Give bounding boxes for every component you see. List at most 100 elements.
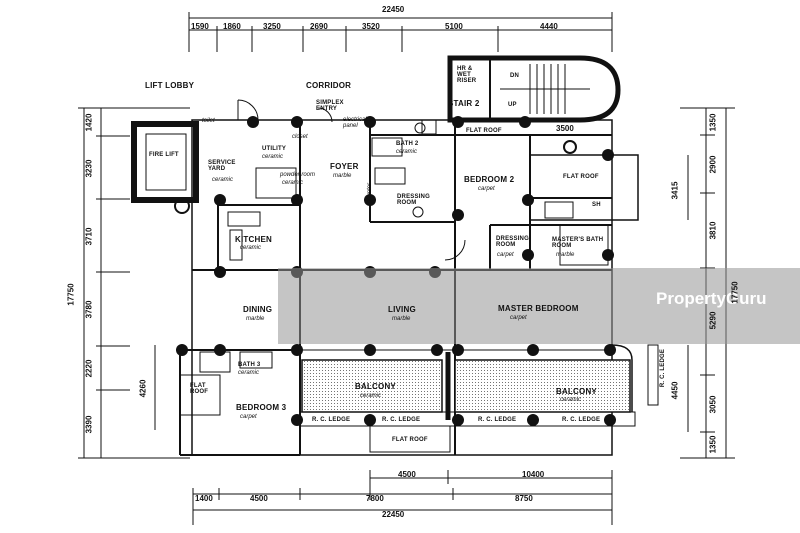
top-dim-4: 2690 [310,22,328,31]
label-bedroom-3-finish: carpet [240,414,257,420]
label-flat-roof-right: FLAT ROOF [563,174,599,180]
left-dim-1: 1420 [84,113,94,132]
label-closet: closet [292,134,308,140]
label-stair-2: STAIR 2 [448,99,480,108]
label-living: LIVING [388,305,416,314]
top-dim-7: 4440 [540,22,558,31]
stair-2 [447,55,621,123]
label-rc-ledge-1: R. C. LEDGE [312,417,351,423]
label-balcony-1: BALCONY [355,382,396,391]
label-rc-ledge-3: R. C. LEDGE [478,417,517,423]
label-dressing-room-2-finish: carpet [497,252,514,258]
top-dim-ticks [188,12,613,52]
flat-roof-right-block [529,154,639,221]
label-rc-ledge-4: R. C. LEDGE [562,417,601,423]
bottom-dim-4: 8750 [515,494,533,503]
bottom-upper-dim-1: 4500 [398,470,416,479]
label-hr-wet-riser: HR & WET RISER [457,66,477,84]
label-flat-roof-bottom: FLAT ROOF [392,437,428,443]
label-bath-3-finish: ceramic [238,370,260,376]
bottom-dim-1: 1400 [195,494,213,503]
left-dim-5: 2220 [84,359,94,378]
left-dim-ticks [78,107,190,459]
bottom-dim-3: 7800 [366,494,384,503]
label-service-yard-finish: ceramic [212,177,234,183]
label-counter: counter [367,182,374,204]
top-total-dim: 22450 [382,5,405,14]
label-dining-finish: marble [246,316,265,322]
left-dim-4: 3780 [84,300,94,319]
watermark-band [278,268,800,344]
label-living-finish: marble [392,316,411,322]
right-dim-1: 1350 [708,113,718,132]
bottom-upper-dim-2: 10400 [522,470,545,479]
label-stair-up: UP [508,102,517,108]
bottom-dim-2: 4500 [250,494,268,503]
bottom-dim-ticks [192,470,613,525]
label-kitchen-finish: ceramic [240,245,262,251]
label-powder-room: powder room [280,172,316,178]
label-bedroom-2: BEDROOM 2 [464,175,515,184]
label-powder-room-finish: ceramic [282,180,304,186]
label-fire-lift: FIRE LIFT [149,152,179,158]
label-dressing-room-2: DRESSING ROOM [496,236,529,248]
label-master-bedroom-finish: carpet [510,315,527,321]
top-dim-6: 5100 [445,22,463,31]
right-dim-5: 3050 [708,395,718,414]
left-dim-6: 3390 [84,415,94,434]
label-bath-3: BATH 3 [238,362,261,368]
left-dim-2: 3230 [84,159,94,178]
right-dim-2: 2900 [708,155,718,174]
label-stair-dn: DN [510,73,520,79]
right-inner-dim-1: 3415 [670,181,680,200]
label-foyer-finish: marble [333,173,352,179]
watermark-brand: PropertyGuru [656,289,767,308]
label-balcony-2: BALCONY [556,387,597,396]
label-kitchen: KITCHEN [235,235,272,244]
label-bath-2-finish: ceramic [396,149,418,155]
label-lift-lobby: LIFT LOBBY [145,81,195,90]
label-shower: SH [592,202,601,208]
stair-width-dim: 3500 [556,124,574,133]
label-simplex-entry: SIMPLEX ENTRY [316,100,344,112]
right-dim-3: 3810 [708,221,718,240]
label-bedroom-3: BEDROOM 3 [236,403,287,412]
label-balcony-2-finish: ceramic [560,397,582,403]
label-masters-bath-finish: marble [556,252,575,258]
right-total-dim: 17750 [730,281,740,304]
label-balcony-1-finish: ceramic [360,393,382,399]
structural-columns [176,116,616,426]
label-dining: DINING [243,305,273,314]
top-dim-3: 3250 [263,22,281,31]
label-flat-roof-top: FLAT ROOF [466,128,502,134]
flat-roof-bottom-block [369,425,451,453]
left-total-dim: 17750 [66,283,76,306]
right-inner-dim-2: 4450 [670,381,680,400]
label-rc-ledge-2: R. C. LEDGE [382,417,421,423]
label-master-bedroom: MASTER BEDROOM [498,304,579,313]
right-dim-6: 1350 [708,435,718,454]
label-toilet: toilet [202,118,215,124]
left-inner-dim: 4260 [138,379,148,398]
label-masters-bath-room: MASTER'S BATH ROOM [552,237,604,249]
label-rc-ledge-5: R. C. LEDGE [660,348,667,388]
label-service-yard: SERVICE YARD [208,160,236,172]
fire-lift-shaft [131,121,199,214]
bottom-total-dim: 22450 [382,510,405,519]
label-dressing-room: DRESSING ROOM [397,194,430,206]
label-corridor: CORRIDOR [306,81,352,90]
left-dim-3: 3710 [84,227,94,246]
top-dim-1: 1590 [191,22,209,31]
top-dim-5: 3520 [362,22,380,31]
label-utility: UTILITY [262,146,287,152]
label-utility-finish: ceramic [262,154,284,160]
balcony-1-area [301,359,443,413]
door-swings [237,99,466,261]
top-dim-2: 1860 [223,22,241,31]
label-flat-roof-left: FLAT ROOF [190,383,209,395]
balcony-2-area [454,359,631,413]
label-foyer: FOYER [330,162,359,171]
label-bedroom-2-finish: carpet [478,186,495,192]
